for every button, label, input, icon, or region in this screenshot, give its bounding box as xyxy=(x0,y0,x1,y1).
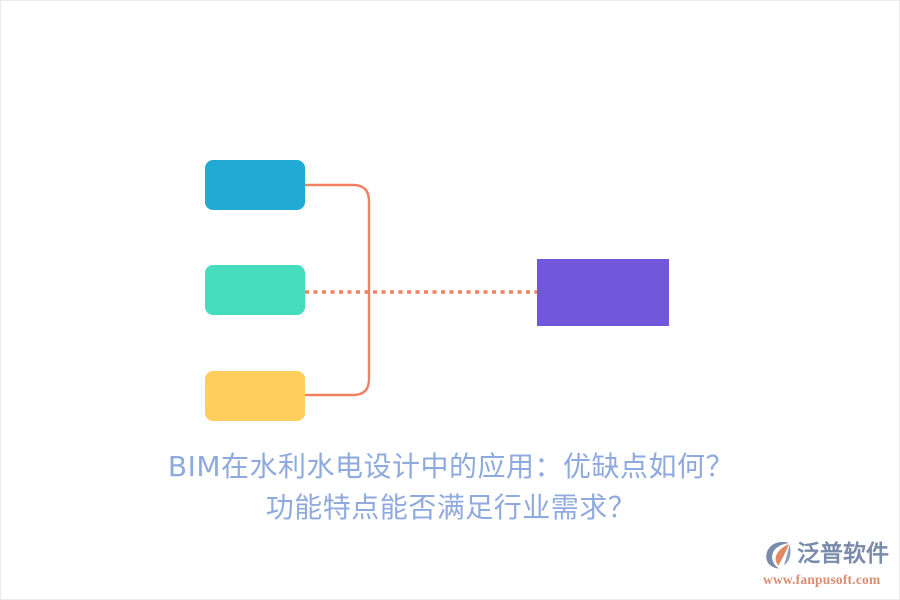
diagram-connectors xyxy=(303,183,537,397)
logo-row: 泛普软件 xyxy=(763,537,895,571)
bracket-flow-diagram xyxy=(1,1,899,441)
page-title-line-2: 功能特点能否满足行业需求？ xyxy=(265,491,637,524)
diagram-node-blue[interactable] xyxy=(205,160,305,210)
connector-bracket xyxy=(303,183,371,397)
page-title: BIM在水利水电设计中的应用：优缺点如何？ 功能特点能否满足行业需求？ xyxy=(1,446,899,528)
diagram-node-green[interactable] xyxy=(205,265,305,315)
page-title-line-1: BIM在水利水电设计中的应用：优缺点如何？ xyxy=(167,450,735,483)
logo-brand-text: 泛普软件 xyxy=(797,541,889,567)
logo-url-text: www.fanpusoft.com xyxy=(763,572,881,587)
watermark-logo: 泛普软件 www.fanpusoft.com xyxy=(763,537,895,593)
diagram-node-yellow[interactable] xyxy=(205,371,305,421)
diagram-node-purple[interactable] xyxy=(537,259,669,326)
fanpu-swoosh-icon xyxy=(766,541,791,569)
